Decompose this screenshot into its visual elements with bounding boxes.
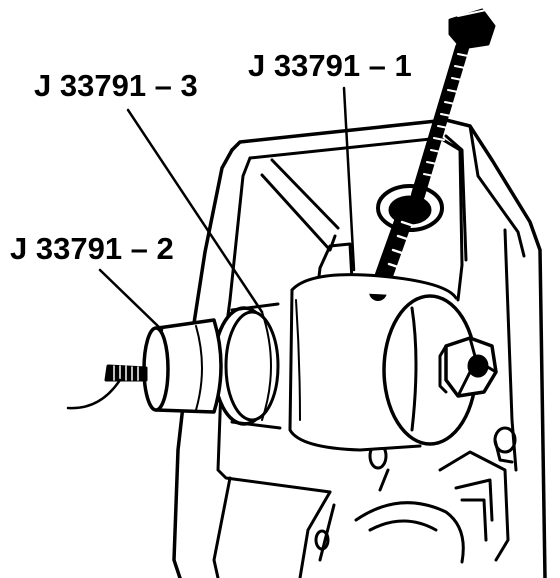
callout-label-part-3: J 33791 – 3 [34,68,198,103]
threaded-rod [369,8,496,301]
callout-label-part-2: J 33791 – 2 [10,231,174,266]
leader-line-part-1 [342,86,356,272]
leader-line-part-3 [126,108,264,314]
housing-bracket [172,118,547,578]
main-cylinder [288,273,498,452]
leader-line-part-2 [98,268,164,332]
callout-label-part-1: J 33791 – 1 [248,48,412,83]
adapter-ring [212,302,282,430]
hex-nut [438,336,498,398]
nose-piece [66,318,223,414]
leader-lines [98,86,356,332]
